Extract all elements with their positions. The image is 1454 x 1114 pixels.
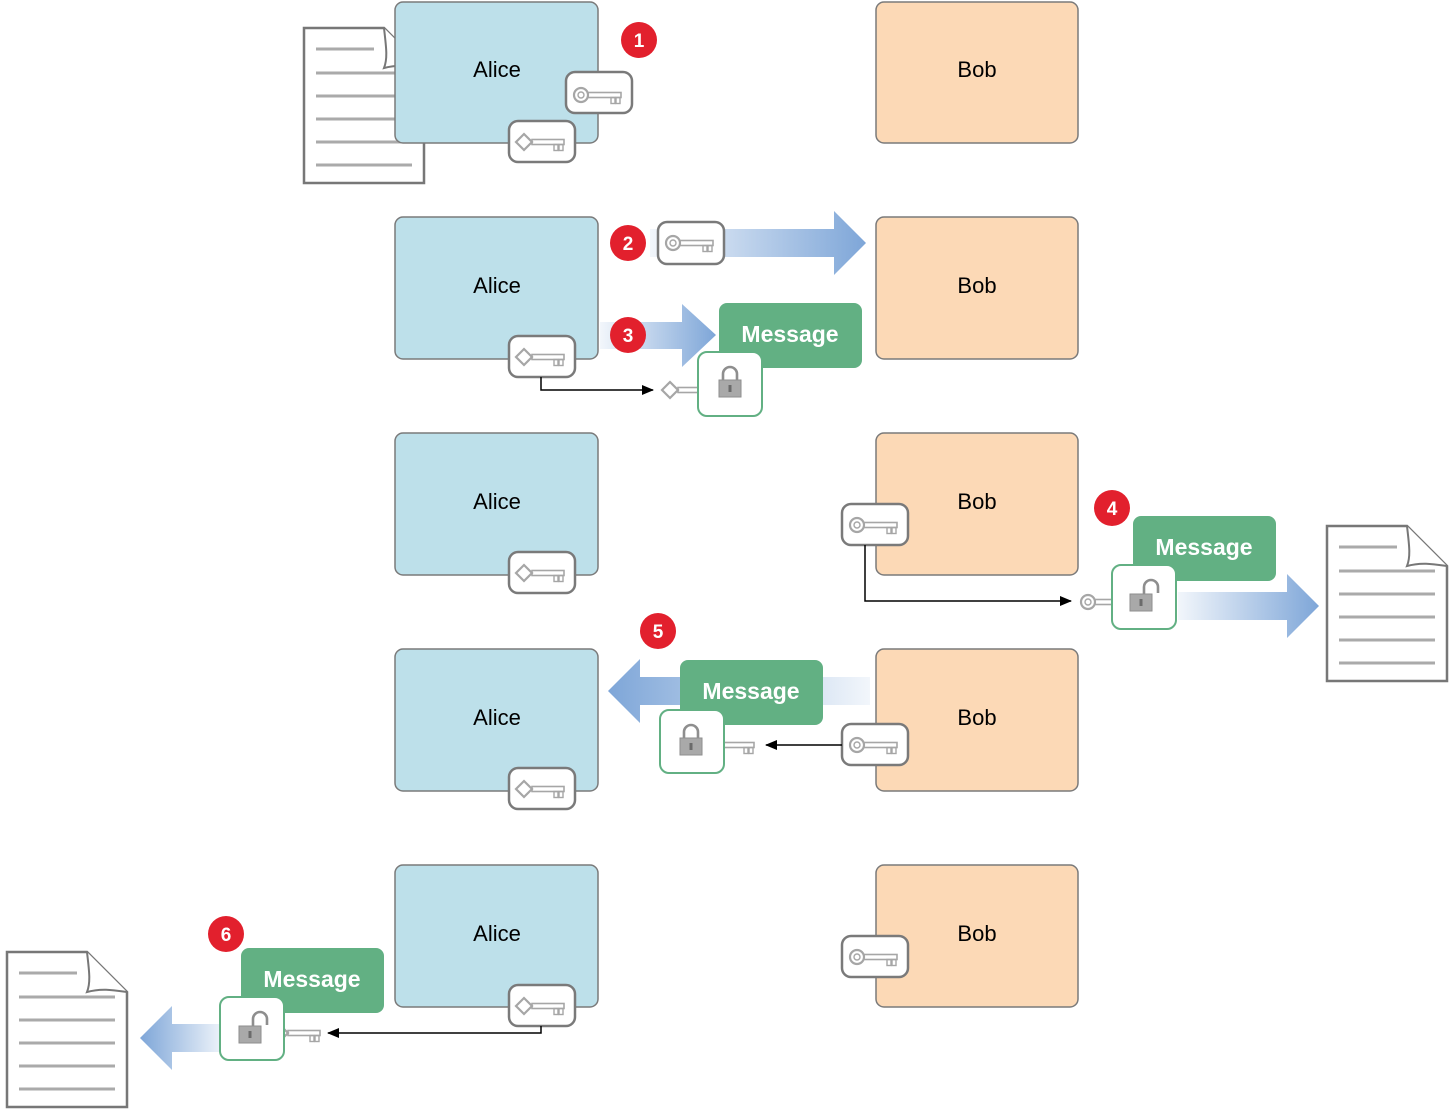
arrow-icon [140,1006,225,1070]
document-icon [1325,524,1449,683]
public-key-icon [840,722,910,767]
unlock-icon [1111,564,1177,630]
row-1: Alice 1 Bob [302,1,1079,185]
step-badge-4: 4 [1094,490,1130,526]
row-4: Alice Bob 5 Message [394,613,1079,811]
bob-box [875,648,1079,792]
svg-text:6: 6 [221,925,232,946]
step-badge-6: 6 [208,916,244,952]
alice-box [394,648,599,792]
bob-label: Bob [957,273,996,298]
bob-label: Bob [957,489,996,514]
public-key-icon [840,502,910,547]
message-box [680,660,823,725]
bob-box [875,216,1079,360]
public-key-icon [656,220,726,266]
bob-label: Bob [957,57,996,82]
message-label: Message [702,678,799,704]
alice-box [394,216,599,360]
svg-text:3: 3 [623,326,634,347]
alice-label: Alice [473,921,521,946]
message-label: Message [741,321,838,347]
lock-icon [697,351,763,417]
step-badge-2: 2 [610,225,646,261]
row-3: Alice Bob 4 Message [394,432,1449,683]
public-key-icon [840,934,910,979]
message-label: Message [1155,534,1252,560]
bob-label: Bob [957,921,996,946]
lock-icon [659,709,725,774]
step-badge-1: 1 [621,22,657,58]
row-2: Alice Bob 2 3 Message [394,211,1079,417]
private-key-icon [507,550,577,595]
private-key-icon [507,766,577,811]
message-label: Message [263,966,360,992]
bob-box [875,1,1079,144]
unlock-icon [219,996,285,1061]
svg-text:1: 1 [634,31,645,52]
alice-box [394,432,599,576]
document-icon [5,950,129,1109]
alice-label: Alice [473,705,521,730]
arrow-icon [600,304,716,367]
alice-label: Alice [473,57,521,82]
private-key-icon [507,983,577,1028]
public-key-icon [564,70,634,115]
row-5: Alice Bob 6 Message [5,864,1079,1109]
svg-text:5: 5 [653,622,664,643]
arrow-icon [327,1026,542,1038]
arrow-icon [540,377,654,395]
bob-label: Bob [957,705,996,730]
arrow-icon [650,211,866,275]
private-key-icon [507,119,577,164]
arrow-icon [864,545,1072,606]
step-badge-5: 5 [640,613,676,649]
private-key-icon [507,334,577,379]
step-badge-3: 3 [610,317,646,353]
alice-label: Alice [473,489,521,514]
arrow-icon [1178,574,1319,638]
svg-text:4: 4 [1107,499,1118,520]
svg-text:2: 2 [623,234,634,255]
alice-label: Alice [473,273,521,298]
alice-box [394,864,599,1008]
